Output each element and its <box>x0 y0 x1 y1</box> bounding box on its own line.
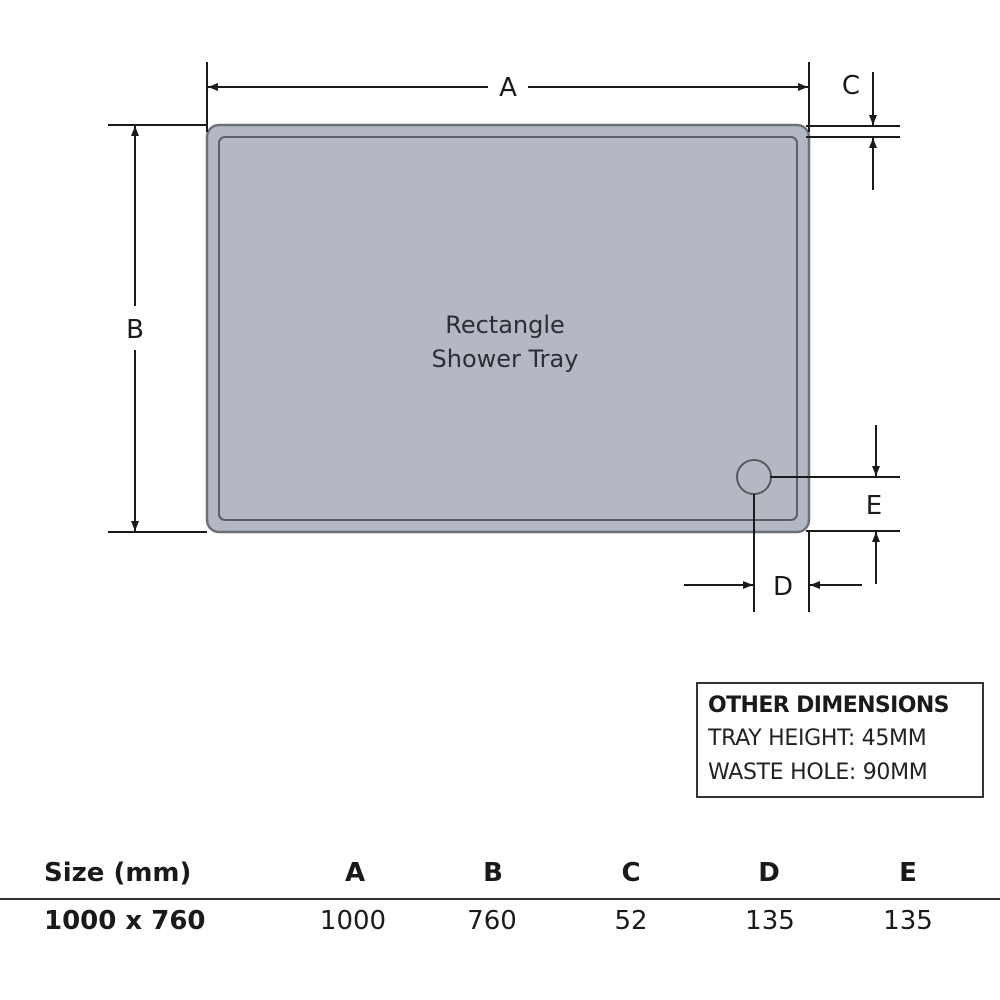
table-header-row: Size (mm) A B C D E <box>0 852 1000 898</box>
dimension-c-label: C <box>842 71 860 101</box>
tray-label-line1: Rectangle <box>445 311 565 339</box>
tray-label-line2: Shower Tray <box>432 345 579 373</box>
dimension-b <box>108 124 207 533</box>
other-dimensions-title: OTHER DIMENSIONS <box>708 693 950 718</box>
dimension-a-label: A <box>499 73 517 103</box>
cell-c: 52 <box>614 906 648 936</box>
table-row: 1000 x 760 1000 760 52 135 135 <box>0 900 1000 946</box>
dimension-b-label: B <box>126 315 144 345</box>
header-size: Size (mm) <box>44 858 192 888</box>
dimension-e <box>770 425 900 584</box>
table-divider <box>0 898 1000 900</box>
header-a: A <box>344 858 366 888</box>
tray-inner-lip <box>218 136 798 521</box>
cell-size: 1000 x 760 <box>44 906 206 936</box>
header-c: C <box>621 858 641 888</box>
cell-a: 1000 <box>319 906 387 936</box>
shower-tray-diagram: Rectangle Shower Tray A B C E D <box>108 62 900 612</box>
cell-b: 760 <box>467 906 517 936</box>
dimension-e-label: E <box>866 491 882 521</box>
dimension-a <box>206 62 810 132</box>
waste-hole-line: WASTE HOLE: 90MM <box>708 760 928 785</box>
other-dimensions-box: OTHER DIMENSIONS TRAY HEIGHT: 45MM WASTE… <box>696 682 984 798</box>
header-b: B <box>483 858 503 888</box>
dimension-d <box>684 494 862 612</box>
size-table: Size (mm) A B C D E 1000 x 760 1000 760 … <box>0 852 1000 946</box>
cell-e: 135 <box>883 906 933 936</box>
cell-d: 135 <box>745 906 795 936</box>
tray-outer <box>205 123 811 534</box>
dimension-c <box>806 72 900 190</box>
header-e: E <box>899 858 917 888</box>
tray-height-line: TRAY HEIGHT: 45MM <box>708 726 927 751</box>
dimension-d-label: D <box>773 572 793 602</box>
header-d: D <box>758 858 780 888</box>
